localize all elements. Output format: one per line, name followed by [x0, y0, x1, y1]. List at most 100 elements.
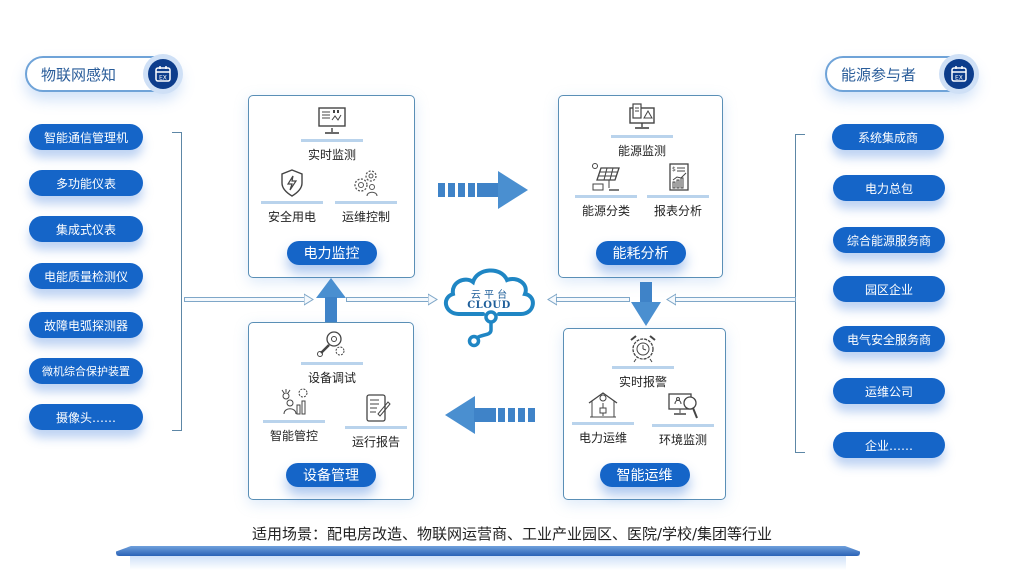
- ex-badge-icon: EX: [143, 54, 183, 94]
- feature-label: 运维控制: [341, 210, 390, 224]
- report-chart-icon: $: [669, 163, 689, 191]
- connector-to-cloud: [346, 297, 430, 302]
- iot-sensing-header-label: 物联网感知: [41, 65, 117, 84]
- divider: [301, 362, 363, 365]
- feature-ops-control: 运维控制: [335, 168, 397, 225]
- list-item: 微机综合保护装置: [29, 358, 143, 384]
- monitor-chart-icon: [318, 107, 346, 134]
- feature-label: 实时报警: [618, 375, 667, 389]
- feature-smart-control: 智能管控: [263, 387, 325, 444]
- monitor-warning-icon: [629, 103, 655, 129]
- divider: [263, 420, 325, 423]
- alarm-clock-icon: [630, 335, 656, 363]
- feature-energy-classification: 能源分类: [575, 162, 637, 219]
- list-item: 摄像头……: [29, 404, 143, 430]
- list-item-label: 摄像头……: [55, 410, 116, 425]
- feature-power-ops: 电力运维: [572, 389, 634, 446]
- flow-arrow-up-icon: [316, 278, 346, 322]
- module-title-energy-analysis: 能耗分析: [595, 241, 686, 265]
- connector-from-energy: [556, 297, 630, 302]
- list-item-label: 智能通信管理机: [43, 130, 128, 145]
- flow-arrow-left-icon: [445, 396, 535, 434]
- list-item-label: 故障电弧探测器: [43, 318, 128, 333]
- list-item-label: 电力总包: [864, 181, 913, 196]
- connector-right-to-cloud: [675, 297, 796, 302]
- divider: [612, 366, 674, 369]
- feature-label: 报表分析: [653, 204, 702, 218]
- applicable-scenarios-text: 适用场景：配电房改造、物联网运营商、工业产业园区、医院/学校/集团等行业: [251, 525, 773, 543]
- smart-operations-card: 实时报警 电力运维 环境监测 智能运维: [563, 328, 726, 500]
- module-title-device-management: 设备管理: [286, 463, 376, 487]
- connector-arrowhead-icon: [666, 293, 676, 306]
- energy-analysis-card: 能源监测 能源分类 $ 报表分析 能耗分析: [558, 95, 723, 278]
- ex-badge-icon: EX: [939, 54, 979, 94]
- feature-realtime-alarm: 实时报警: [612, 333, 674, 390]
- feature-label: 能源监测: [617, 144, 666, 158]
- feature-energy-monitoring: 能源监测: [611, 102, 673, 159]
- list-item: 系统集成商: [832, 124, 944, 150]
- list-item: 电气安全服务商: [833, 326, 945, 352]
- flow-arrow-down-icon: [631, 282, 661, 326]
- cloud-icon: [443, 268, 535, 348]
- connector-arrowhead-icon: [547, 293, 557, 306]
- cloud-platform: 云 平 台 CLOUD: [437, 262, 541, 348]
- feature-realtime-monitoring: 实时监测: [301, 106, 363, 163]
- feature-operation-report: 运行报告: [345, 393, 407, 450]
- list-item-label: 电能质量检测仪: [43, 269, 128, 284]
- monitor-magnifier-icon: [668, 393, 698, 419]
- feature-label: 设备调试: [307, 371, 356, 385]
- list-item-label: 电气安全服务商: [846, 332, 931, 347]
- right-bracket: [795, 134, 805, 453]
- list-item: 园区企业: [833, 276, 945, 302]
- list-item: 运维公司: [833, 378, 945, 404]
- divider: [611, 135, 673, 138]
- cloud-title: 云 平 台: [470, 290, 508, 301]
- wrench-gear-icon: [317, 331, 345, 357]
- iot-sensing-header: 物联网感知 EX: [25, 54, 183, 94]
- list-item-label: 多功能仪表: [55, 176, 116, 191]
- feature-environment-monitoring: 环境监测: [652, 391, 714, 448]
- svg-text:EX: EX: [955, 75, 963, 82]
- list-item-label: 集成式仪表: [55, 222, 116, 237]
- feature-label: 环境监测: [658, 433, 707, 447]
- power-monitoring-card: 实时监测 安全用电 运维控制 电力监控: [248, 95, 415, 278]
- module-title-power-monitoring: 电力监控: [286, 241, 377, 265]
- divider: [335, 201, 397, 204]
- house-plug-icon: [588, 392, 618, 418]
- connector-arrowhead-icon: [304, 293, 314, 306]
- feature-device-debugging: 设备调试: [301, 329, 363, 386]
- feature-label: 安全用电: [267, 210, 316, 224]
- energy-participants-header: 能源参与者 EX: [825, 54, 979, 94]
- divider: [575, 195, 637, 198]
- device-management-card: 设备调试 智能管控 运行报告 设备管理: [248, 322, 414, 500]
- feature-label: 能源分类: [581, 204, 630, 218]
- feature-label: 电力运维: [578, 431, 627, 445]
- gears-person-icon: [354, 170, 378, 197]
- left-bracket: [172, 132, 182, 431]
- module-title-smart-operations: 智能运维: [599, 463, 690, 487]
- list-item: 智能通信管理机: [29, 124, 143, 150]
- feature-report-analysis: $ 报表分析: [647, 162, 709, 219]
- base-platform-shadow: [130, 556, 846, 570]
- list-item-label: 园区企业: [864, 282, 913, 297]
- list-item-label: 企业……: [864, 438, 913, 453]
- list-item: 集成式仪表: [29, 216, 143, 242]
- feature-label: 运行报告: [351, 435, 400, 449]
- list-item-label: 系统集成商: [857, 130, 918, 145]
- shield-bolt-icon: [281, 169, 303, 197]
- list-item: 电力总包: [833, 175, 945, 201]
- tablet-pen-icon: [366, 394, 391, 422]
- connector-arrowhead-icon: [428, 293, 438, 306]
- solar-panel-icon: [592, 163, 620, 191]
- divider: [345, 426, 407, 429]
- feature-label: 智能管控: [269, 429, 318, 443]
- list-item: 综合能源服务商: [833, 227, 945, 253]
- divider: [652, 424, 714, 427]
- base-platform: [116, 546, 860, 556]
- cloud-subtitle: CLOUD: [467, 300, 511, 311]
- list-item-label: 微机综合保护装置: [42, 365, 130, 378]
- svg-text:EX: EX: [159, 75, 167, 82]
- svg-text:$: $: [672, 166, 676, 173]
- divider: [301, 139, 363, 142]
- flow-arrow-right-icon: [438, 171, 528, 209]
